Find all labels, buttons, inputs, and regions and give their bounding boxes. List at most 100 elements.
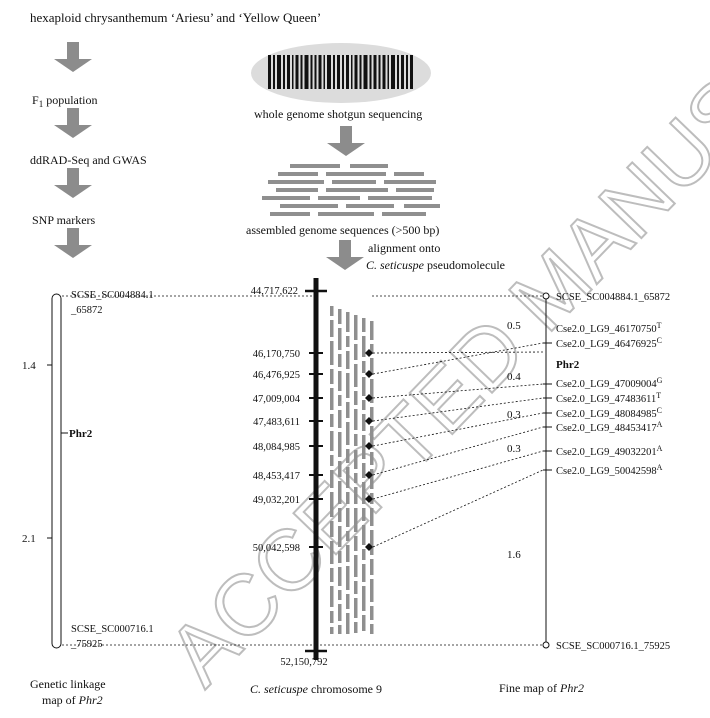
- aligned-read: [346, 594, 350, 609]
- aligned-read: [362, 414, 366, 431]
- barcode-bar: [359, 55, 362, 89]
- fine-distance-3: 0.3: [507, 409, 521, 421]
- aligned-read: [370, 321, 374, 340]
- aligned-read: [362, 615, 366, 631]
- chromosome-position-label: 47,483,611: [253, 417, 300, 428]
- linkage-map-bar: [51, 293, 62, 649]
- aligned-read: [354, 536, 358, 551]
- fine-distance-5: 1.6: [507, 549, 521, 561]
- fine-caption-prefix: Fine map of: [499, 681, 560, 695]
- linkage-top-marker-2: _65872: [70, 305, 103, 316]
- aligned-read: [354, 364, 358, 387]
- aligned-read: [346, 449, 350, 463]
- aligned-read: [370, 559, 374, 575]
- aligned-read: [370, 469, 374, 489]
- barcode-bar: [268, 55, 271, 89]
- assembled-read: [396, 188, 434, 192]
- aligned-read: [338, 625, 342, 634]
- f1-sub: 1: [39, 99, 44, 109]
- aligned-read: [346, 422, 350, 445]
- aligned-read: [346, 402, 350, 418]
- assembled-read: [394, 172, 424, 176]
- aligned-read: [362, 361, 366, 373]
- wgs-label: whole genome shotgun sequencing: [254, 107, 422, 121]
- connector-line: [372, 412, 544, 447]
- aligned-read: [338, 508, 342, 522]
- connector-line: [372, 397, 544, 422]
- species-name: C. seticuspe: [366, 258, 425, 272]
- fine-map-caption: Fine map of Phr2: [499, 681, 584, 695]
- aligned-read: [338, 461, 342, 477]
- aligned-read: [330, 431, 334, 451]
- aligned-read: [370, 379, 374, 403]
- aligned-read: [370, 508, 374, 526]
- aligned-read: [370, 530, 374, 555]
- fine-marker-allele: G: [657, 376, 663, 385]
- barcode-bar: [346, 55, 349, 89]
- assembled-read: [368, 196, 432, 200]
- flow-arrow-left-1: [54, 42, 92, 72]
- connector-line: [372, 426, 544, 476]
- chromosome-position-label: 48,453,417: [253, 471, 300, 482]
- connector-line: [372, 351, 544, 354]
- aligned-read: [370, 344, 374, 354]
- fine-marker-allele: A: [657, 420, 663, 429]
- assembled-read: [276, 188, 318, 192]
- aligned-read: [362, 525, 366, 545]
- chromosome-position-label: 50,042,598: [253, 543, 300, 554]
- linkage-bottom-marker-2: _75925: [70, 639, 103, 650]
- chromosome-caption: C. seticuspe chromosome 9: [250, 682, 382, 696]
- assembled-read: [350, 164, 388, 168]
- aligned-read: [370, 452, 374, 465]
- assembled-read: [318, 212, 374, 216]
- linkage-caption-prefix: map of: [42, 693, 79, 707]
- aligned-read: [330, 369, 334, 384]
- aligned-read: [354, 508, 358, 532]
- linkage-distance-2: 2.1: [22, 533, 36, 545]
- aligned-read: [346, 531, 350, 541]
- fine-marker-allele: C: [657, 406, 662, 415]
- aligned-read: [330, 320, 334, 337]
- linkage-distance-1: 1.4: [22, 360, 36, 372]
- fine-map-top-end: [542, 292, 550, 300]
- snp-diamond: [365, 543, 373, 551]
- assembled-read: [326, 188, 388, 192]
- fine-marker-allele: A: [657, 444, 663, 453]
- aligned-read: [354, 315, 358, 340]
- fine-distance-2: 0.4: [507, 371, 521, 383]
- assembled-read: [318, 196, 360, 200]
- assembled-read: [268, 180, 324, 184]
- aligned-read: [362, 482, 366, 504]
- fine-marker-label: Cse2.0_LG9_48453417A: [556, 420, 663, 434]
- chromosome-caption-rest: chromosome 9: [308, 682, 382, 696]
- snp-diamond-markers: [365, 349, 373, 551]
- assembled-read: [278, 172, 318, 176]
- fine-marker-name: Cse2.0_LG9_46170750: [556, 324, 657, 335]
- aligned-read: [346, 351, 350, 369]
- aligned-read: [338, 395, 342, 406]
- barcode-bar: [277, 55, 281, 89]
- aligned-read: [370, 606, 374, 620]
- fine-marker-name: Cse2.0_LG9_50042598: [556, 466, 657, 477]
- connector-line: [372, 469, 544, 548]
- f1-population-label: F1 population: [32, 93, 98, 109]
- barcode-bar: [273, 55, 275, 89]
- barcode-bar: [292, 55, 294, 89]
- connector-line: [372, 383, 544, 399]
- aligned-read: [370, 407, 374, 422]
- snp-diamond: [365, 370, 373, 378]
- flow-arrow-left-4: [54, 228, 92, 258]
- flow-arrow-center-2: [326, 240, 364, 270]
- assembled-read: [290, 164, 340, 168]
- linkage-caption-1: Genetic linkage: [30, 677, 106, 691]
- aligned-read: [338, 309, 342, 324]
- fine-marker-label: Cse2.0_LG9_49032201A: [556, 444, 663, 458]
- aligned-read: [346, 566, 350, 590]
- chromosome-position-label: 49,032,201: [253, 495, 300, 506]
- barcode-bar: [342, 55, 344, 89]
- fine-marker-label: Cse2.0_LG9_47009004G: [556, 376, 663, 390]
- fine-marker-label: Cse2.0_LG9_46476925C: [556, 336, 662, 350]
- aligned-read: [338, 481, 342, 504]
- snp-markers-label: SNP markers: [32, 213, 96, 227]
- watermark: ACCEPTED MANUSCRIPT: [150, 0, 710, 703]
